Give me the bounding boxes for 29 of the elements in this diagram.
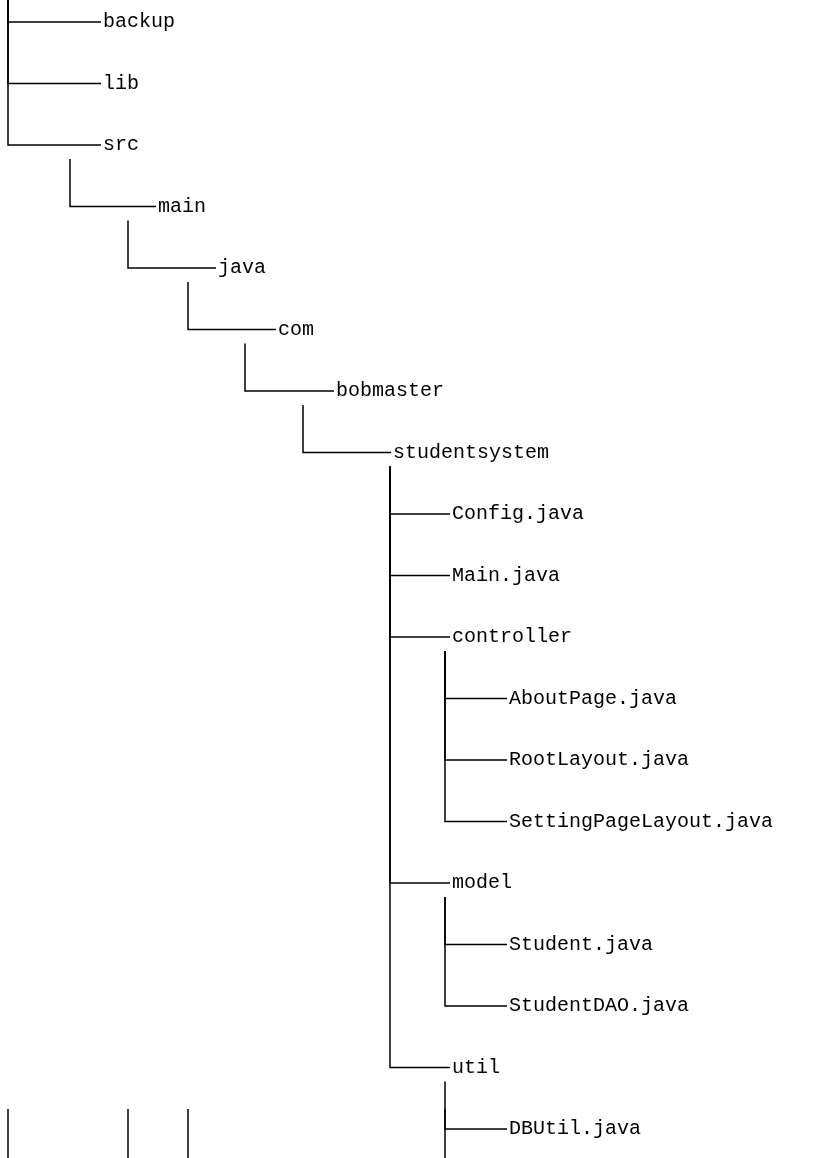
tree-connector [187, 281, 277, 331]
tree-connector [69, 158, 157, 208]
tree-entry: backup [101, 9, 177, 35]
tree-entry: controller [450, 624, 575, 650]
tree-connector [302, 404, 392, 454]
tree-entry: DBUtil.java [507, 1116, 644, 1142]
tree-entry: AboutPage.java [507, 685, 680, 712]
tree-entry: src [101, 132, 141, 158]
tree-entry: lib [101, 70, 141, 97]
tree-entry: Config.java [450, 501, 587, 527]
tree-entry: bobmaster [334, 378, 447, 404]
tree-connector [444, 1080, 508, 1130]
tree-entry: Student.java [507, 931, 656, 958]
tree-connector [7, 0, 102, 146]
tree-entry: model [450, 870, 514, 896]
tree-connector [444, 896, 508, 1007]
tree-entry: Main.java [450, 562, 563, 589]
tree-entry: StudentDAO.java [507, 993, 692, 1019]
tree-entry: util [450, 1054, 502, 1081]
tree-connector [127, 219, 217, 269]
tree-entry: com [276, 316, 316, 343]
tree-entry: RootLayout.java [507, 747, 692, 773]
tree-connector [389, 465, 451, 1069]
tree-connector [244, 342, 335, 392]
tree-entry: studentsystem [391, 439, 552, 466]
tree-entry: SettingPageLayout.java [507, 808, 776, 835]
tree-entry: main [156, 193, 208, 220]
tree-connector [444, 650, 508, 823]
tree-entry: java [216, 255, 268, 281]
